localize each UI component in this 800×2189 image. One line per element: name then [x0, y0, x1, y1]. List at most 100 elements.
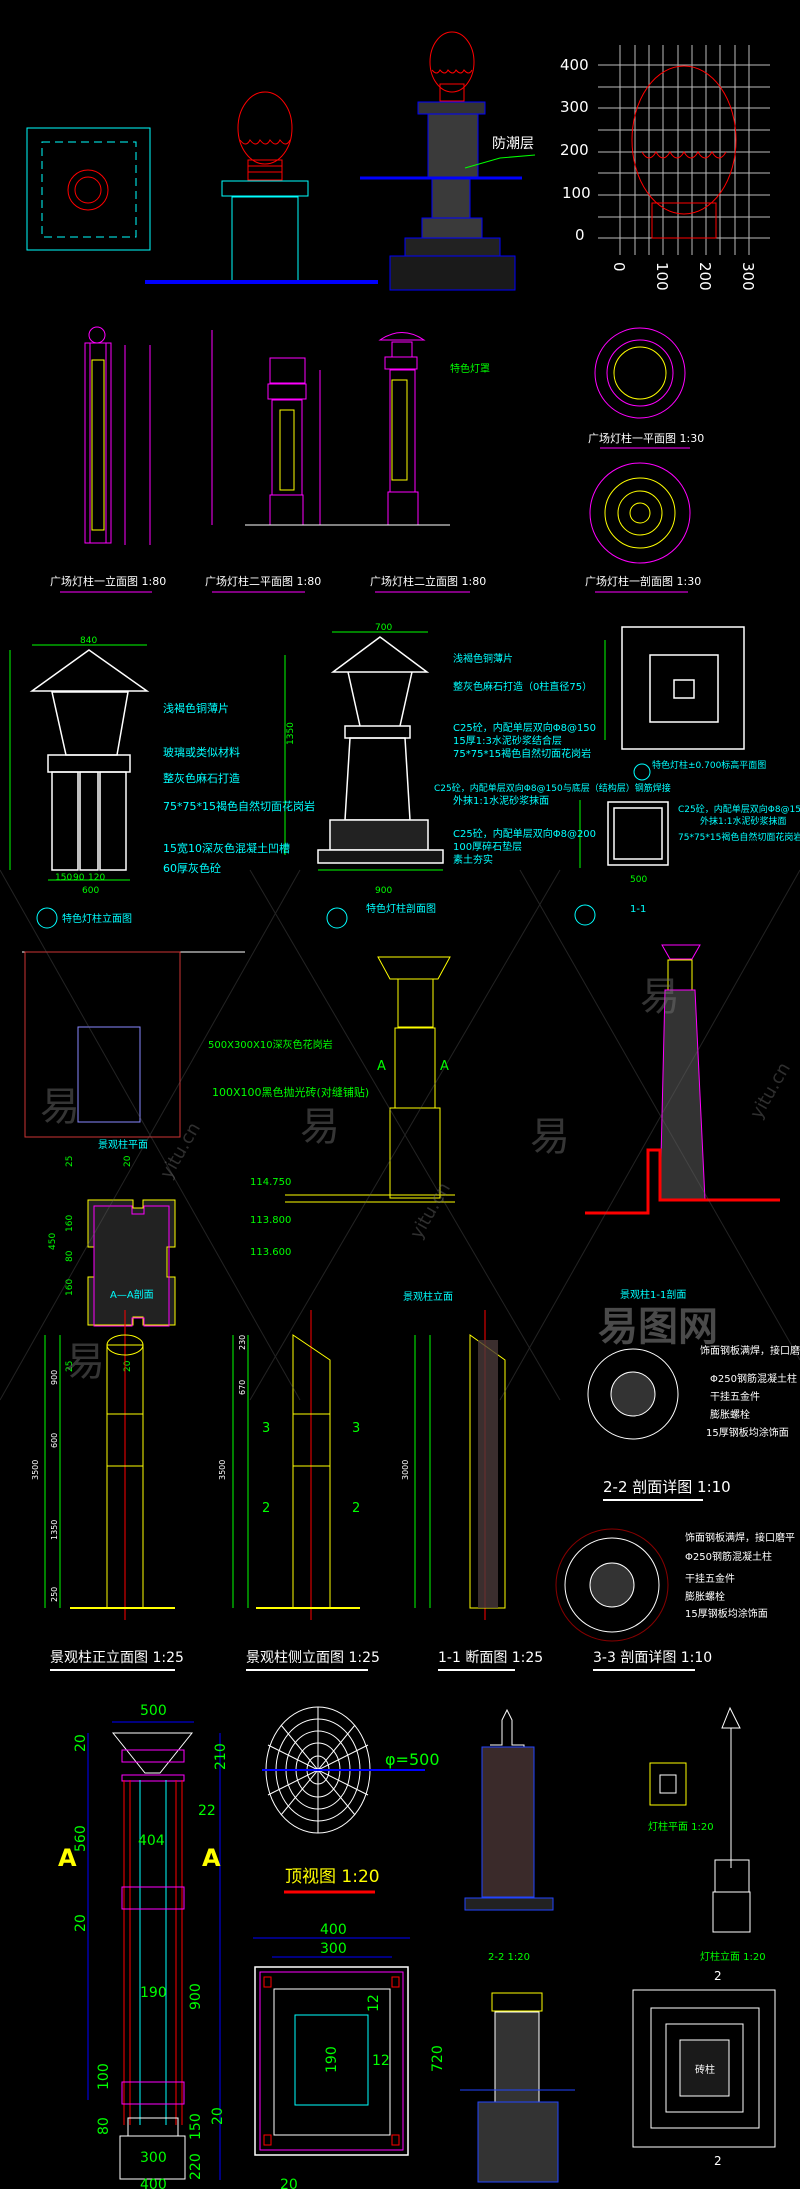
dimension: 230	[238, 1335, 247, 1350]
dimension: 12	[372, 2053, 390, 2069]
dimension: 600	[82, 886, 99, 896]
tick-label: 400	[560, 56, 589, 74]
watermark-site: yitu.cn	[406, 1179, 455, 1242]
dimension: 150	[55, 873, 72, 883]
annotation: 75*75*15褐色自然切面花岗岩	[678, 831, 800, 843]
dimension: 190	[324, 2046, 340, 2073]
dimension: 120	[88, 873, 105, 883]
grid-x-ticks: 0 100 200 300	[610, 262, 757, 291]
dimension: 90	[73, 873, 85, 883]
watermark-glyph: 易	[640, 974, 680, 1020]
dimension: 404	[138, 1833, 165, 1849]
annotation: 砖柱	[695, 2063, 715, 2076]
annotation: 外抹1:1水泥砂浆抹面	[700, 815, 787, 827]
watermark-glyph: 易	[530, 1114, 570, 1160]
annotation: 膨胀螺栓	[710, 1408, 750, 1421]
dimension: 250	[50, 1587, 59, 1602]
drawing-title: 景观柱1-1剖面	[620, 1288, 686, 1301]
dimension: 560	[73, 1825, 89, 1852]
drawing-title: 特色灯柱±0.700标高平面图	[652, 759, 766, 771]
tick-label: 200	[696, 262, 714, 291]
annotation: 浅褐色铜薄片	[163, 701, 229, 715]
drawing-title: 广场灯柱一剖面图 1:30	[585, 574, 701, 588]
dimension: 25	[65, 1361, 75, 1372]
annotation: 15宽10深灰色混凝土凹槽	[163, 841, 290, 855]
dimension: 160	[65, 1279, 75, 1296]
drawing-title: 广场灯柱一立面图 1:80	[50, 574, 166, 588]
watermark-brand: 易图网	[598, 1304, 718, 1350]
annotation: 干挂五金件	[710, 1390, 760, 1403]
annotation: 整灰色麻石打造	[163, 771, 240, 785]
panel-plaza-lamps: 特色灯罩 广场灯柱一立面图 1:80 广场灯柱二平面图 1:80 广场灯柱二立面…	[50, 326, 704, 593]
annotation: C25砼，内配单层双向Φ8@150	[453, 721, 596, 734]
drawing-title: 广场灯柱二平面图 1:80	[205, 574, 321, 588]
watermark-glyph: 易	[40, 1084, 80, 1130]
dimension: 80	[96, 2117, 112, 2135]
dimension: 900	[188, 1983, 204, 2010]
annotation: 膨胀螺栓	[685, 1590, 725, 1603]
annotation: Φ250钢筋混凝土柱	[685, 1550, 772, 1563]
top-view-plan	[253, 1937, 410, 2156]
annotation: 整灰色麻石打造（0柱直径75）	[453, 680, 592, 693]
dimension: 300	[320, 1941, 347, 1957]
dimension: 900	[375, 886, 392, 896]
finial-plan-view	[26, 127, 151, 251]
dimension: 840	[80, 636, 97, 646]
tick-label: 200	[560, 141, 589, 159]
dimension: 20	[73, 1734, 89, 1752]
drawing-title: 景观柱平面	[98, 1138, 148, 1151]
annotation: 15厚1:3水泥砂浆结合层	[453, 734, 562, 747]
section-mark: 2	[714, 2154, 722, 2168]
annotation: 素土夯实	[453, 853, 493, 866]
elevation-mark: 113.800	[250, 1215, 291, 1226]
panel-finial-column: 防潮层 400 300 200 100 0 0 100 200 300	[26, 31, 770, 291]
dimension: 720	[430, 2045, 446, 2072]
section-mark: A	[202, 1844, 221, 1872]
top-view-title: 顶视图 1:20	[285, 1867, 380, 1887]
drawing-title: 景观柱立面	[403, 1290, 453, 1303]
panel-column-details: 500 20 210 22 560 404 20 190 900 100 80 …	[58, 1703, 776, 2189]
dimension: 190	[140, 1985, 167, 2001]
column-elevation	[111, 1732, 194, 2180]
drawing-title: 景观柱侧立面图 1:25	[246, 1650, 380, 1666]
watermark-glyph: 易	[65, 1339, 105, 1385]
section-mark: A	[58, 1844, 77, 1872]
dimension: 500	[630, 875, 647, 885]
watermark-glyph: 易	[300, 1104, 340, 1150]
section-mark: 2	[714, 1969, 722, 1983]
section-mark: 2	[352, 1501, 360, 1516]
dimension: 900	[50, 1370, 59, 1385]
section-mark: A	[377, 1059, 386, 1074]
panel-feature-lamps: 840 600 700 900 500 1350 150 90 120 浅褐色铜…	[9, 623, 800, 896]
drawing-title: 1-1 断面图 1:25	[438, 1650, 543, 1666]
dimension: 400	[140, 2177, 167, 2189]
annotation: 75*75*15褐色自然切面花岗岩	[453, 747, 591, 760]
dimension: 1350	[286, 722, 296, 745]
moisture-layer-label: 防潮层	[492, 136, 534, 152]
finial-grid-chart	[598, 45, 770, 255]
tick-label: 100	[653, 262, 671, 291]
dimension: 700	[375, 623, 392, 633]
panel-landscape-column-sections: 特色灯柱立面图 特色灯柱剖面图 1-1 景观柱平面 500X300X10深灰色花…	[22, 902, 780, 1372]
lamp-label: 特色灯罩	[450, 362, 490, 375]
elevation-mark: 114.750	[250, 1177, 291, 1188]
annotation: 玻璃或类似材料	[163, 745, 240, 759]
annotation: 饰面钢板满焊，接口磨平	[700, 1344, 800, 1357]
panel-landscape-pillars: A—A剖面 景观柱立面 景观柱1-1剖面 3500 900 600 1350 2…	[31, 1288, 800, 1671]
watermark-site: yitu.cn	[746, 1059, 795, 1122]
annotation: 饰面钢板满焊，接口磨平	[685, 1531, 795, 1544]
detail-title-2-2: 2-2 剖面详图 1:10	[603, 1478, 731, 1496]
drawing-title: 3-3 剖面详图 1:10	[593, 1650, 712, 1666]
tick-label: 0	[575, 226, 585, 244]
dimension: 210	[213, 1743, 229, 1770]
drawing-title: 特色灯柱立面图	[62, 912, 132, 925]
drawing-title: 2-2 1:20	[488, 1952, 530, 1963]
dimension: 20	[123, 1360, 133, 1372]
dimension: 3500	[218, 1460, 227, 1480]
drawing-title: 特色灯柱剖面图	[366, 902, 436, 915]
dimension: 12	[366, 1994, 382, 2012]
dimension: 3500	[31, 1460, 40, 1480]
dimension: 150	[188, 2113, 204, 2140]
tick-label: 100	[562, 184, 591, 202]
